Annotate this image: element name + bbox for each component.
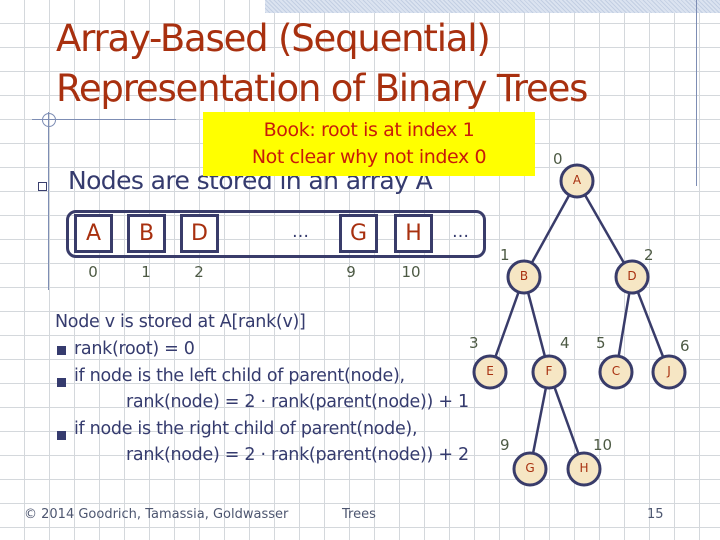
array-index: 1 (141, 263, 151, 281)
right-decoration-line (696, 0, 697, 186)
page-number: 15 (647, 507, 664, 522)
title-line-2: Representation of Binary Trees (56, 67, 588, 110)
hollow-square-bullet-icon (38, 182, 47, 191)
array-index: 10 (401, 263, 421, 281)
array-cell: H (394, 214, 433, 253)
tree-node-label: C (611, 364, 621, 378)
tree-node-label: H (579, 461, 589, 475)
array-index: 2 (194, 263, 204, 281)
tree-edges (488, 180, 671, 470)
filled-square-bullet-icon (57, 378, 66, 387)
callout-note: Book: root is at index 1 Not clear why n… (203, 112, 535, 176)
array-cell: G (339, 214, 378, 253)
tree-rank-label: 1 (500, 246, 510, 264)
tree-rank-label: 3 (469, 334, 479, 352)
tree-nodes (472, 163, 687, 487)
tree-node-label: G (525, 461, 535, 475)
footer-copyright: © 2014 Goodrich, Tamassia, Goldwasser (24, 507, 289, 522)
tree-node-label: D (627, 269, 637, 283)
tree-rank-label: 4 (560, 334, 570, 352)
array-ellipsis: … (452, 222, 469, 242)
title-underline-decoration (32, 119, 176, 120)
tree-node-label: A (572, 173, 582, 187)
title-line-1: Array-Based (Sequential) (56, 17, 491, 60)
tree-node-label: E (486, 364, 494, 378)
filled-square-bullet-icon (57, 346, 66, 355)
array-index: 0 (88, 263, 98, 281)
note-line-1: Book: root is at index 1 (263, 119, 475, 141)
left-decoration-line (48, 112, 49, 290)
decoration-circle-icon (42, 113, 56, 127)
array-cell: A (74, 214, 113, 253)
tree-rank-label: 9 (500, 436, 510, 454)
tree-rank-label: 10 (593, 436, 613, 454)
tree-rank-label: 6 (680, 337, 690, 355)
array-cell: D (180, 214, 219, 253)
tree-rank-label: 0 (553, 150, 563, 168)
rule-left-child: if node is the left child of parent(node… (74, 366, 405, 386)
tree-rank-label: 2 (644, 246, 654, 264)
note-line-2: Not clear why not index 0 (251, 146, 487, 168)
tree-node-label: J (667, 364, 671, 378)
tree-node-label: B (519, 269, 529, 283)
rules-heading: Node v is stored at A[rank(v)] (55, 312, 306, 332)
tree-rank-label: 5 (596, 334, 606, 352)
array-index: 9 (346, 263, 356, 281)
filled-square-bullet-icon (57, 431, 66, 440)
tree-node-label: F (545, 364, 553, 378)
slide-title: Array-Based (Sequential) Representation … (56, 14, 588, 114)
array-cell: B (127, 214, 166, 253)
footer-topic: Trees (342, 507, 376, 522)
rule-root: rank(root) = 0 (74, 339, 195, 359)
rule-right-formula: rank(node) = 2 · rank(parent(node)) + 2 (126, 445, 469, 465)
array-container (66, 210, 486, 258)
array-ellipsis: … (292, 222, 309, 242)
rule-left-formula: rank(node) = 2 · rank(parent(node)) + 1 (126, 392, 469, 412)
header-decoration-strip (265, 0, 720, 13)
rule-right-child: if node is the right child of parent(nod… (74, 419, 418, 439)
